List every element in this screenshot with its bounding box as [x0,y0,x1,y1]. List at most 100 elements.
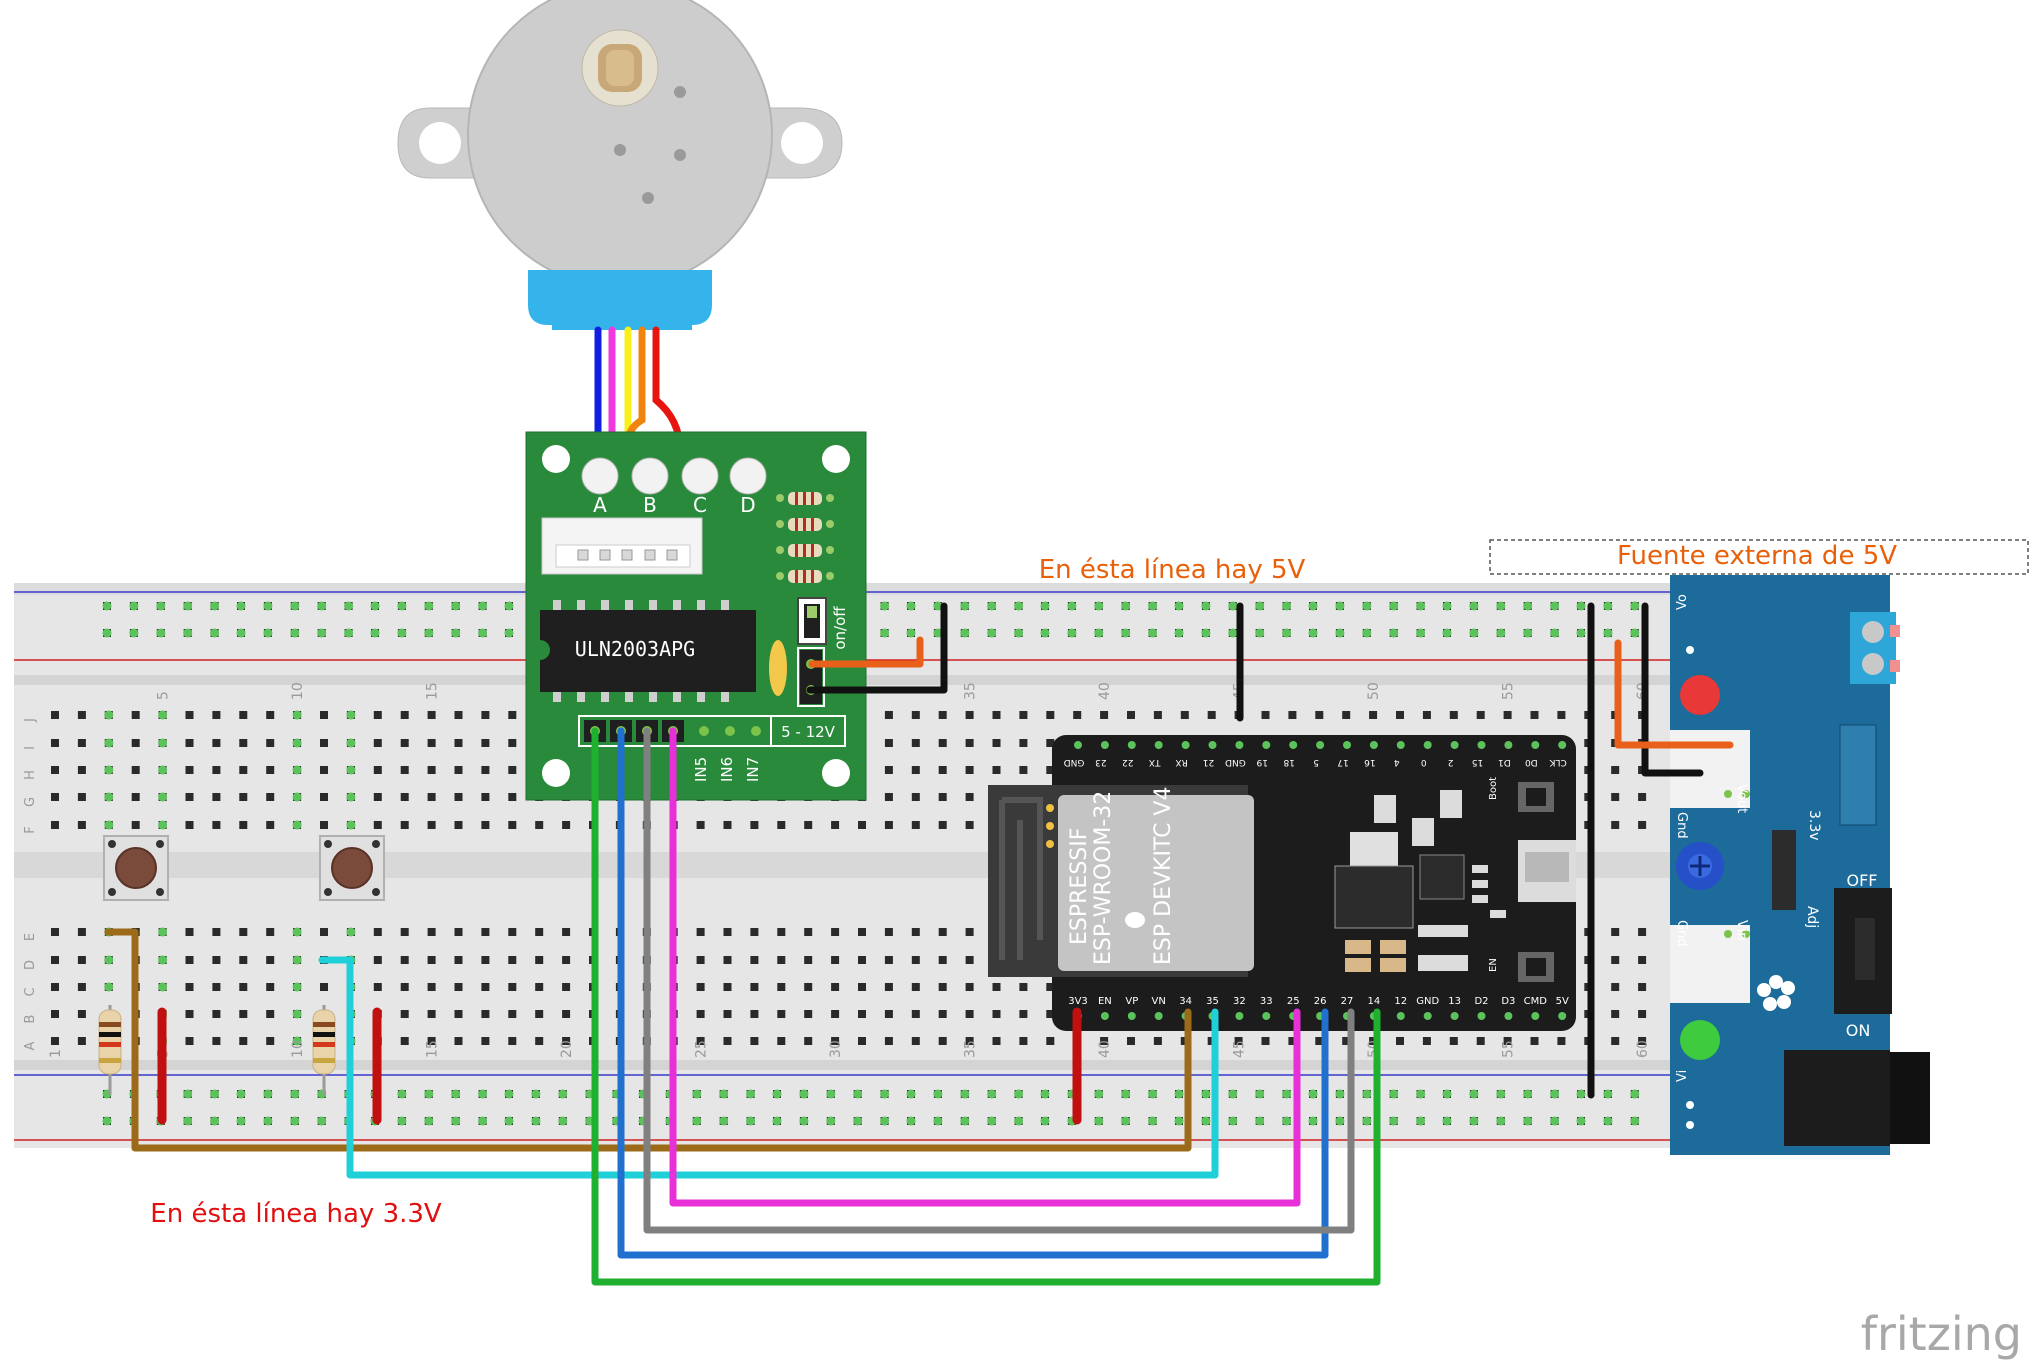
breadboard-hole [1019,766,1028,774]
rail-hole-connected [906,1116,916,1126]
connected-hole [104,955,114,965]
breadboard-hole [992,766,1001,774]
breadboard-hole [1046,1010,1055,1018]
esp-pin-label-bottom: 27 [1341,996,1354,1007]
breadboard-hole [481,711,490,719]
rail-hole-connected [236,601,246,611]
breadboard-hole [400,956,409,964]
breadboard-hole [723,821,732,829]
breadboard-hole [911,766,920,774]
rail-hole-connected [1308,628,1318,638]
rail-hole-connected [1442,1089,1452,1099]
breadboard-hole [454,983,463,991]
breadboard-hole [77,983,86,991]
rail-hole-connected [1282,1089,1292,1099]
esp-pin-bottom [1504,1012,1513,1020]
power-gnd-top-label: Gnd [1674,812,1689,839]
breadboard-hole [1611,766,1620,774]
breadboard-hole [77,1010,86,1018]
column-number-bottom: 15 [425,1040,441,1058]
rail-hole-connected [880,628,890,638]
breadboard-hole [777,1037,786,1045]
breadboard-hole [535,1010,544,1018]
rail-hole-connected [344,628,354,638]
breadboard-hole [1611,983,1620,991]
rail-hole-connected [906,1089,916,1099]
column-number-bottom: 1 [48,1049,64,1058]
breadboard-hole [938,793,947,801]
column-number-bottom: 35 [963,1040,979,1058]
column-number-top: 50 [1366,682,1382,700]
rail-hole-connected [1362,1089,1372,1099]
breadboard-hole [831,983,840,991]
resistor-right [312,1005,336,1095]
rail-hole-connected [880,1089,890,1099]
rail-hole-connected [424,1116,434,1126]
rail-hole-connected [210,1089,220,1099]
rail-hole-connected [1576,1116,1586,1126]
breadboard-hole [266,1010,275,1018]
breadboard-hole [508,821,517,829]
en-label: EN [1488,958,1499,972]
power-on-label: ON [1846,1021,1871,1040]
esp-pin-top [1450,741,1459,749]
rail-hole-connected [1174,601,1184,611]
esp-board-name: ESP DEVKITC V4 [1151,787,1176,965]
breadboard-hole [804,1037,813,1045]
connected-hole [104,792,114,802]
connected-hole [346,765,356,775]
breadboard-hole [1019,1010,1028,1018]
breadboard-hole [481,766,490,774]
rail-hole-connected [1255,628,1265,638]
rail-hole-connected [933,1089,943,1099]
rail-hole-connected [1308,601,1318,611]
rail-hole-connected [102,601,112,611]
esp-pin-label-bottom: 13 [1448,996,1461,1007]
esp-module-brand: ESPRESSIF [1067,828,1092,945]
rail-hole-connected [1469,1089,1479,1099]
rail-hole-connected [102,1116,112,1126]
breadboard-hole [562,928,571,936]
breadboard-hole [1530,711,1539,719]
column-number-bottom: 45 [1232,1040,1248,1058]
connected-hole [104,765,114,775]
push-button-right[interactable] [319,835,385,901]
rail-hole-connected [772,1116,782,1126]
rail-hole-connected [1228,601,1238,611]
rail-hole-connected [1308,1089,1318,1099]
connected-hole [158,792,168,802]
push-button-left[interactable] [103,835,169,901]
rail-hole-connected [370,601,380,611]
rail-hole-connected [1094,628,1104,638]
breadboard-hole [1046,1037,1055,1045]
rail-hole-connected [290,628,300,638]
rail-hole-connected [1228,628,1238,638]
rail-hole-connected [1496,601,1506,611]
esp-pin-label-top: D0 [1525,757,1538,767]
breadboard-hole [884,983,893,991]
rail-hole-connected [1174,628,1184,638]
connected-hole [292,1036,302,1046]
rail-hole-connected [290,1089,300,1099]
breadboard-hole [51,928,59,936]
breadboard-hole [185,1010,194,1018]
breadboard-hole [77,711,86,719]
rail-hole-connected [1550,1089,1560,1099]
esp-pin-bottom [1531,1012,1540,1020]
breadboard-hole [1476,711,1485,719]
breadboard-hole [750,821,759,829]
breadboard-hole [508,983,517,991]
breadboard-hole [965,928,974,936]
rail-hole-connected [1389,1116,1399,1126]
breadboard-hole [51,1037,59,1045]
breadboard-hole [77,956,86,964]
breadboard-hole [481,1037,490,1045]
rail-hole-connected [210,601,220,611]
rail-hole-connected [1389,628,1399,638]
rail-hole-connected [1121,1089,1131,1099]
connected-hole [292,982,302,992]
breadboard-hole [1315,1037,1324,1045]
breadboard-hole [696,821,705,829]
esp-pin-bottom [1235,1012,1244,1020]
breadboard-hole [239,928,248,936]
